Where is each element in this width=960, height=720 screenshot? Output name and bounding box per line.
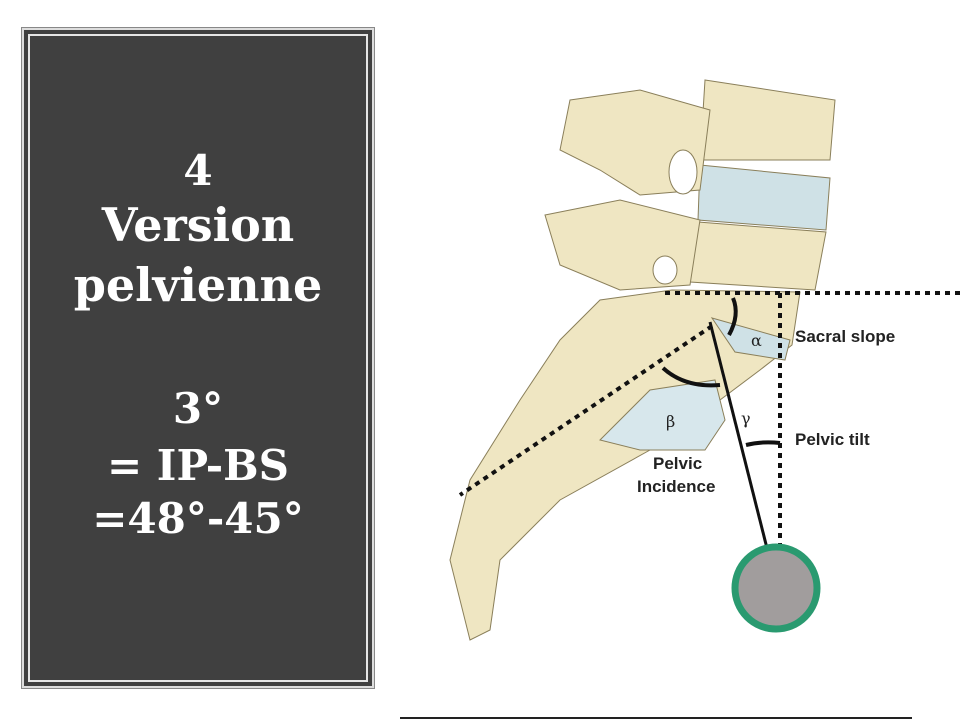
femoral-head-line: [708, 321, 779, 589]
title-line-2: pelvienne: [73, 258, 323, 312]
formula-values: =48°-45°: [92, 494, 304, 543]
sacral-slope-arc: [727, 297, 738, 336]
result-value: 3°: [172, 384, 224, 433]
slide-number: 4: [183, 146, 213, 195]
sacral-plate-perpendicular: [458, 324, 714, 497]
pelvic-incidence-label-1: Pelvic: [653, 454, 702, 473]
bottom-divider: [400, 717, 912, 719]
title-panel: 4 Version pelvienne 3° = IP-BS =48°-45°: [21, 27, 375, 689]
pelvic-tilt-arc: [745, 440, 781, 447]
alpha-label: α: [751, 331, 762, 350]
femoral-head-circle: [731, 543, 821, 633]
pelvic-tilt-label: Pelvic tilt: [795, 430, 870, 449]
title-line-1: Version: [101, 198, 295, 252]
beta-label: β: [666, 412, 675, 431]
panel-border: [28, 34, 368, 682]
sacral-slope-label: Sacral slope: [795, 327, 895, 346]
formula: = IP-BS: [106, 441, 289, 490]
gamma-label: γ: [741, 409, 751, 428]
pelvic-incidence-arc: [661, 366, 721, 388]
pelvic-incidence-label-2: Incidence: [637, 477, 715, 496]
lumbar-vertebrae: [544, 79, 836, 291]
pelvic-parameters-diagram: α β γ Sacral slope Pelvic tilt Pelvic In…: [449, 79, 960, 641]
